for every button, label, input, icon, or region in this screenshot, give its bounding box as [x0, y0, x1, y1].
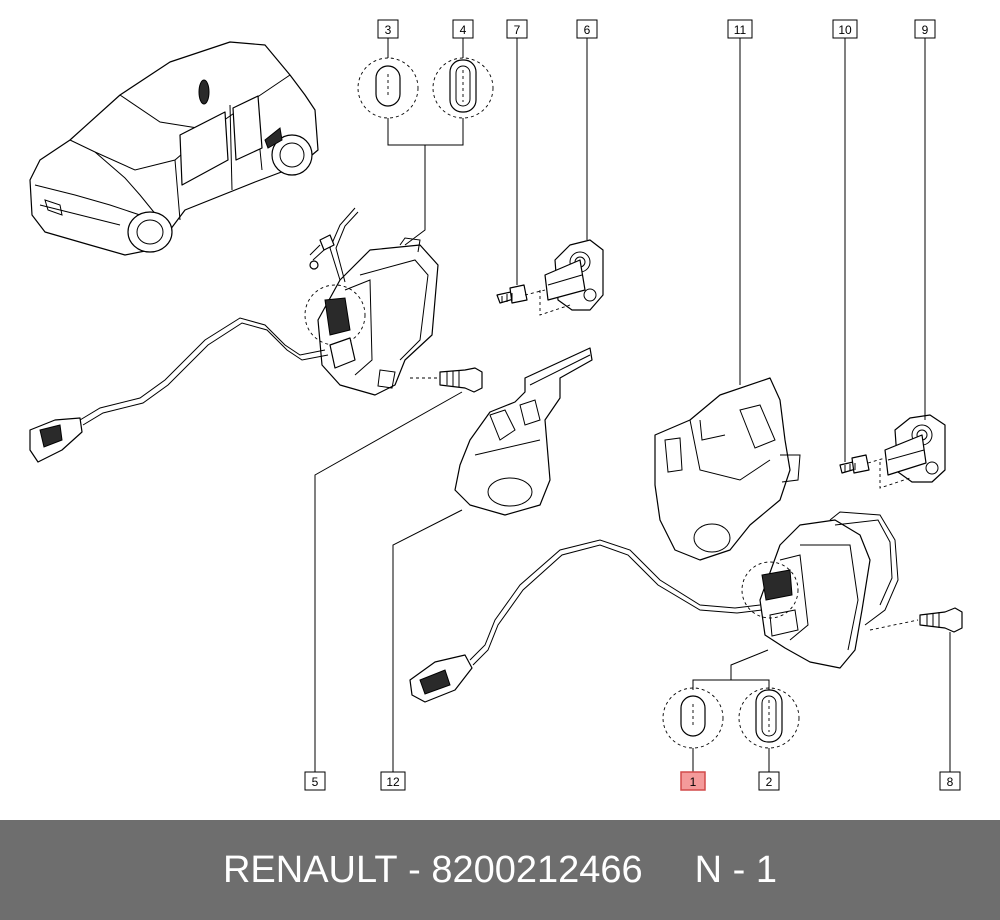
callout-label: 4 — [460, 23, 467, 37]
callout-label: 10 — [838, 23, 852, 37]
callout-label: 9 — [922, 23, 929, 37]
callout-8[interactable]: 8 — [939, 771, 961, 791]
rear-lock-assembly — [409, 511, 963, 703]
callout-10[interactable]: 10 — [832, 19, 858, 39]
lock-cover-12 — [454, 347, 593, 516]
detail-4 — [432, 57, 494, 119]
callout-label: 11 — [734, 23, 747, 37]
car-illustration — [29, 41, 319, 256]
striker-lower — [839, 414, 946, 489]
front-lock-assembly — [29, 207, 483, 463]
callout-label: 7 — [514, 23, 521, 37]
callout-4[interactable]: 4 — [452, 19, 474, 39]
diagram-position: N - 1 — [694, 848, 778, 891]
lock-cover-11 — [654, 377, 801, 561]
callout-label: 2 — [766, 775, 773, 789]
callout-label: 6 — [584, 23, 591, 37]
callout-11[interactable]: 11 — [727, 19, 753, 39]
part-info-footer: RENAULT - 8200212466 N - 1 — [0, 820, 1000, 920]
brand-name: RENAULT — [222, 848, 398, 891]
callout-9[interactable]: 9 — [914, 19, 936, 39]
callout-label: 3 — [385, 23, 392, 37]
callout-label: 1 — [690, 775, 697, 789]
part-info-text: RENAULT - 8200212466 N - 1 — [0, 820, 1000, 920]
exploded-parts-diagram: 1 2 3 4 5 6 7 8 9 10 11 12 — [29, 19, 963, 791]
callout-12[interactable]: 12 — [380, 771, 406, 791]
callout-label: 5 — [312, 775, 319, 789]
callout-7[interactable]: 7 — [506, 19, 528, 39]
callout-5[interactable]: 5 — [304, 771, 326, 791]
leader-lines — [314, 38, 951, 774]
detail-3 — [357, 57, 419, 119]
detail-2 — [738, 687, 800, 749]
callout-3[interactable]: 3 — [377, 19, 399, 39]
brand-separator: - — [397, 848, 432, 891]
callout-label: 12 — [386, 775, 400, 789]
part-number: 8200212466 — [431, 848, 643, 891]
striker-upper — [496, 239, 604, 316]
detail-1 — [662, 687, 724, 749]
callout-1[interactable]: 1 — [680, 771, 706, 791]
callout-6[interactable]: 6 — [576, 19, 598, 39]
callout-label: 8 — [947, 775, 954, 789]
callout-2[interactable]: 2 — [758, 771, 780, 791]
